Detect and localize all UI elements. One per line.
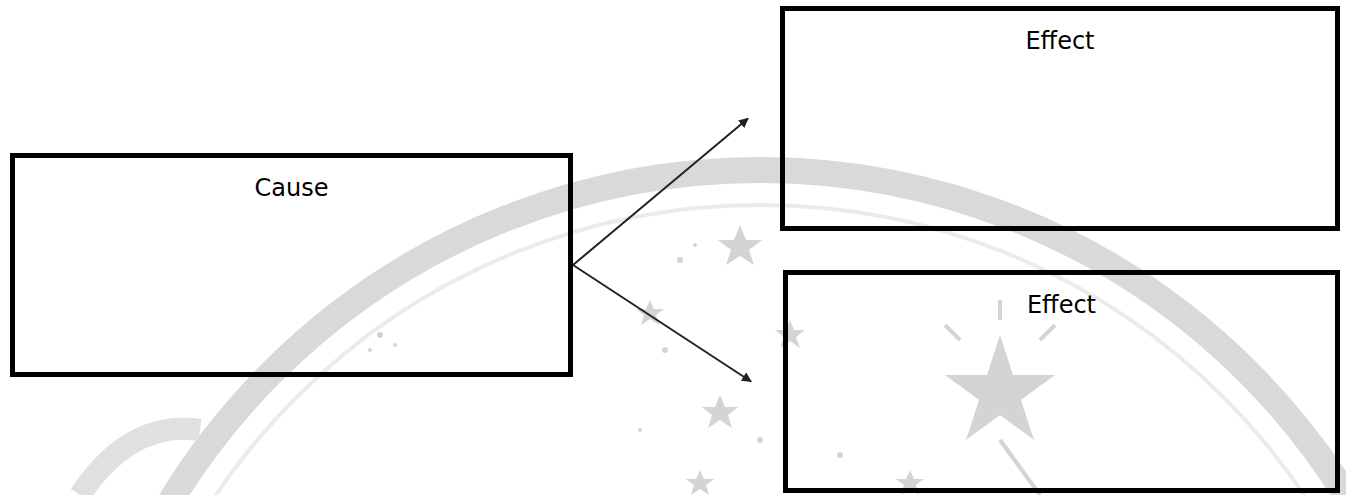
box-heading: Cause <box>15 158 568 202</box>
box-heading: Effect <box>788 275 1335 319</box>
effect-box: Effect <box>780 6 1340 231</box>
cause-box: Cause <box>10 153 573 377</box>
box-heading: Effect <box>785 11 1335 55</box>
arrow-connector <box>573 119 748 266</box>
effect-box: Effect <box>783 270 1340 493</box>
arrow-connector <box>573 265 751 382</box>
